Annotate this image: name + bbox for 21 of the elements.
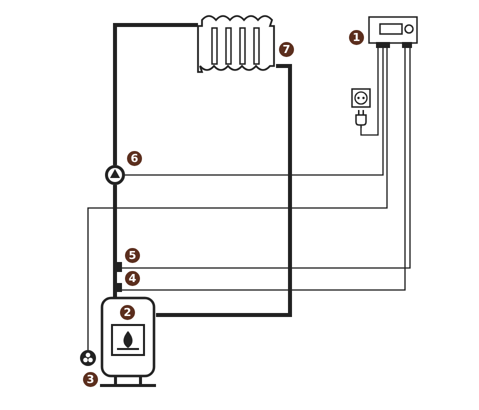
fan-icon bbox=[80, 350, 96, 366]
sensor-block bbox=[113, 262, 122, 272]
power-plug-icon bbox=[355, 110, 367, 128]
pipe bbox=[156, 64, 292, 317]
wire bbox=[360, 48, 379, 136]
pump-symbol bbox=[105, 165, 125, 185]
power-socket-icon bbox=[351, 88, 371, 108]
callout-number: 1 bbox=[349, 30, 364, 45]
boiler-drawing bbox=[100, 298, 156, 388]
pipe bbox=[113, 23, 198, 165]
controller-drawing bbox=[368, 16, 418, 48]
callout-number: 5 bbox=[125, 248, 140, 263]
wire bbox=[125, 48, 384, 176]
callout-number: 4 bbox=[125, 271, 140, 286]
wire bbox=[87, 48, 388, 350]
callout-number: 3 bbox=[83, 372, 98, 387]
pipe bbox=[113, 272, 117, 283]
callout-number: 6 bbox=[127, 151, 142, 166]
sensor-block bbox=[113, 283, 122, 292]
callout-number: 7 bbox=[279, 42, 294, 57]
pipe bbox=[113, 185, 117, 262]
